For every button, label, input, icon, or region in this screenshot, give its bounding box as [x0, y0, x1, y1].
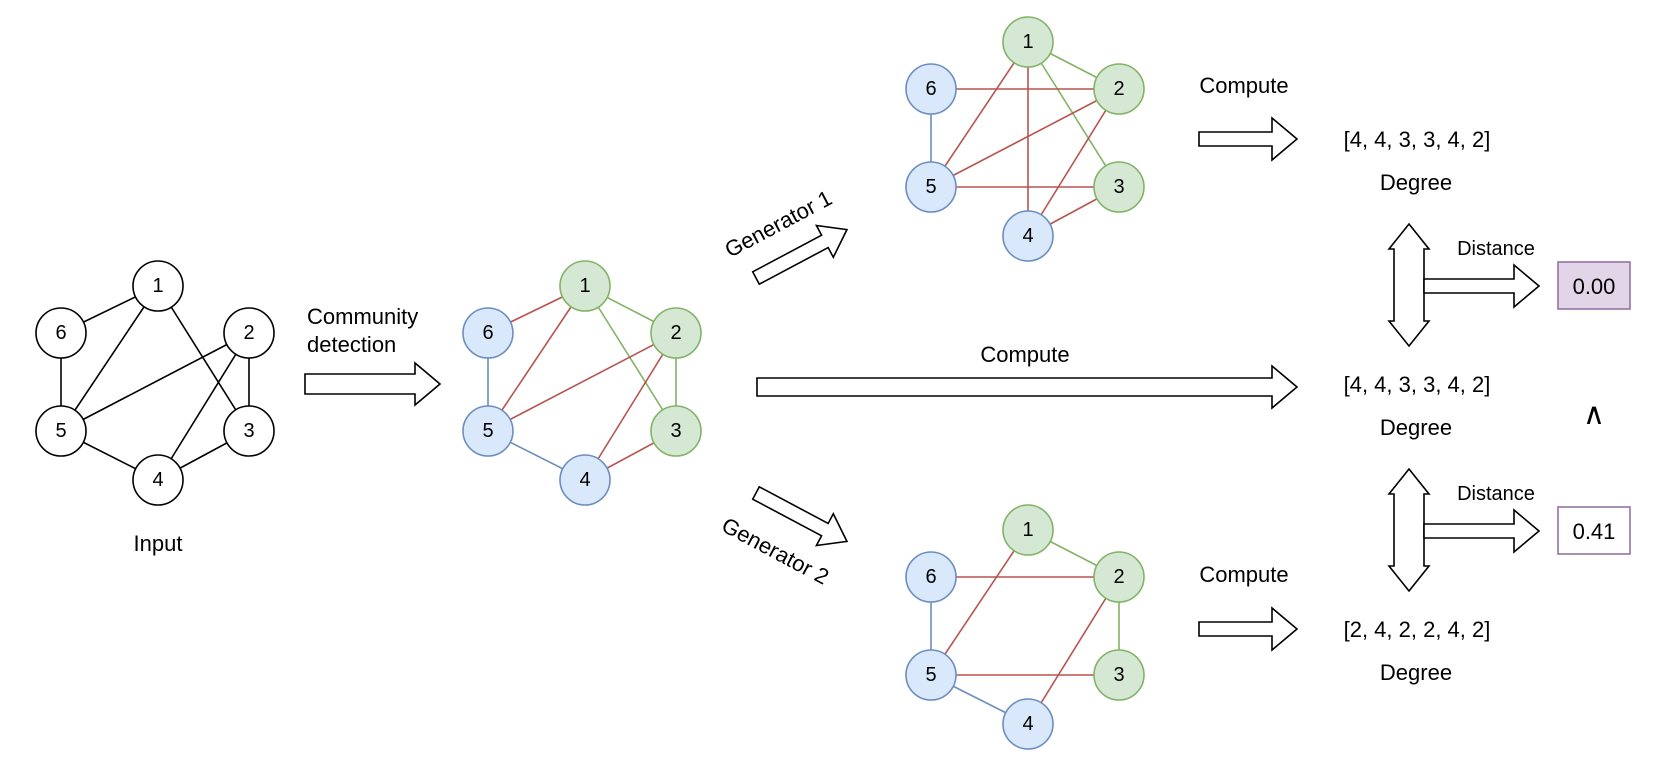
community-node-5: [462, 405, 514, 457]
input-node-3: [223, 405, 275, 457]
input-edge-1-3: [157, 285, 250, 432]
input-graph: 1 2 3 4 5 6: [35, 260, 275, 506]
degree-label-top: Degree: [1380, 170, 1452, 195]
community-edge-1-3: [584, 285, 677, 432]
compute-label-bottom: Compute: [1199, 562, 1288, 587]
generator2-node-2: [1093, 551, 1145, 603]
input-node-label-1: 1: [152, 275, 163, 297]
compute-arrow-top: [1198, 116, 1299, 162]
input-label: Input: [134, 531, 183, 556]
distance-result-box-top: [1557, 261, 1631, 310]
generator2-node-label-6: 6: [925, 566, 936, 588]
generator2-node-label-5: 5: [925, 664, 936, 686]
compute-arrow-bottom: [1198, 606, 1299, 652]
double-arrow-bottom: [1387, 467, 1431, 593]
generator1-node-6: [905, 63, 957, 115]
generator1-node-label-2: 2: [1113, 78, 1124, 100]
generator2-node-label-1: 1: [1022, 519, 1033, 541]
compute-arrow-middle: [756, 364, 1299, 410]
generator1-node-label-5: 5: [925, 176, 936, 198]
generator2-graph: 1 2 3 4 5 6: [905, 504, 1145, 750]
compute-label-top: Compute: [1199, 73, 1288, 98]
community-node-3: [650, 405, 702, 457]
generator1-node-3: [1093, 161, 1145, 213]
comparison-symbol: ∧: [1583, 398, 1605, 431]
input-node-label-5: 5: [55, 420, 66, 442]
community-node-label-2: 2: [670, 322, 681, 344]
degree-vector-generator2: [2, 4, 2, 2, 4, 2]: [1344, 617, 1491, 642]
generator2-node-3: [1093, 649, 1145, 701]
input-node-label-4: 4: [152, 469, 163, 491]
community-node-label-3: 3: [670, 420, 681, 442]
degree-vector-input: [4, 4, 3, 3, 4, 2]: [1344, 372, 1491, 397]
generator1-node-label-6: 6: [925, 78, 936, 100]
input-node-5: [35, 405, 87, 457]
arrows: [304, 116, 1541, 652]
generator2-node-label-3: 3: [1113, 664, 1124, 686]
community-graph: 1 2 3 4 5 6: [462, 260, 702, 506]
generator1-node-2: [1093, 63, 1145, 115]
degree-label-bottom: Degree: [1380, 660, 1452, 685]
degree-vector-generator1: [4, 4, 3, 3, 4, 2]: [1344, 127, 1491, 152]
community-detection-arrow: [304, 361, 442, 407]
input-edge-2-4: [157, 332, 250, 481]
generator2-node-label-4: 4: [1022, 713, 1033, 735]
community-node-1: [559, 260, 611, 312]
double-arrow-top: [1387, 222, 1431, 348]
generator2-node-1: [1002, 504, 1054, 556]
generator1-node-label-3: 3: [1113, 176, 1124, 198]
distance-label-bottom: Distance: [1457, 483, 1535, 505]
community-node-6: [462, 307, 514, 359]
input-edge-2-5: [60, 332, 250, 432]
distance-arrow-bottom: [1423, 508, 1541, 554]
community-node-2: [650, 307, 702, 359]
input-node-2: [223, 307, 275, 359]
generator1-node-1: [1002, 16, 1054, 68]
generator2-node-5: [905, 649, 957, 701]
distance-value-generator2: 0.41: [1573, 519, 1616, 544]
generator2-edge-2-4: [1027, 576, 1120, 725]
generator2-node-4: [1002, 698, 1054, 750]
generator1-graph: 1 2 3 4 5 6: [905, 16, 1145, 262]
compute-label-middle: Compute: [980, 342, 1069, 367]
input-edge-1-5: [60, 285, 159, 432]
degree-label-middle: Degree: [1380, 415, 1452, 440]
generator1-node-label-4: 4: [1022, 225, 1033, 247]
community-detection-label-line1: Community: [307, 304, 418, 329]
distance-arrow-top: [1423, 263, 1541, 309]
community-edge-2-5: [487, 332, 677, 432]
generator2-node-label-2: 2: [1113, 566, 1124, 588]
community-node-label-4: 4: [579, 469, 590, 491]
distance-result-box-bottom: [1557, 506, 1631, 555]
input-node-4: [132, 454, 184, 506]
distance-value-generator1: 0.00: [1573, 274, 1616, 299]
community-edge-2-4: [584, 332, 677, 481]
input-node-label-2: 2: [243, 322, 254, 344]
generator1-node-5: [905, 161, 957, 213]
generator2-node-6: [905, 551, 957, 603]
input-node-label-3: 3: [243, 420, 254, 442]
generator2-edge-1-5: [930, 529, 1029, 676]
community-node-label-6: 6: [482, 322, 493, 344]
input-node-label-6: 6: [55, 322, 66, 344]
generator1-arrow: [751, 224, 849, 286]
generator1-node-label-1: 1: [1022, 31, 1033, 53]
community-node-label-5: 5: [482, 420, 493, 442]
generator2-arrow: [751, 485, 849, 547]
input-node-1: [132, 260, 184, 312]
community-node-label-1: 1: [579, 275, 590, 297]
distance-label-top: Distance: [1457, 238, 1535, 260]
generator1-edge-1-3: [1027, 41, 1120, 188]
generator1-node-4: [1002, 210, 1054, 262]
community-detection-label-line2: detection: [307, 332, 396, 357]
generator1-edge-5-2: [930, 88, 1120, 188]
input-node-6: [35, 307, 87, 359]
generator1-edge-1-5: [930, 41, 1029, 188]
community-node-4: [559, 454, 611, 506]
community-edge-1-5: [487, 285, 586, 432]
generator1-edge-4-2: [1027, 88, 1120, 237]
